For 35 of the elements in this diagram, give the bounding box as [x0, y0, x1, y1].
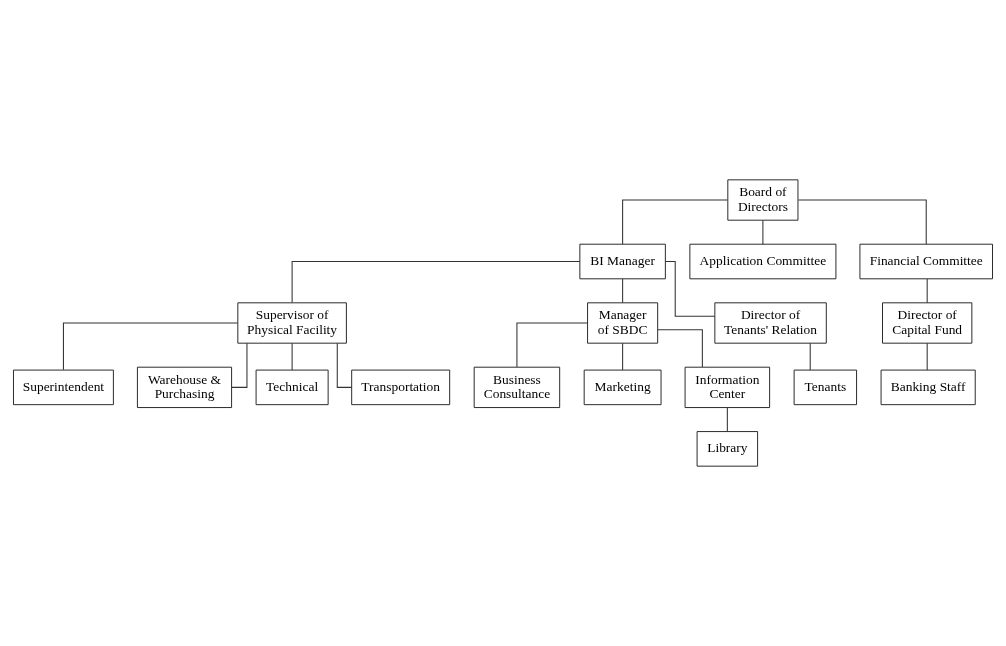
connector [516, 322, 588, 368]
connector [797, 199, 927, 245]
node-box: Banking Staff [880, 369, 976, 406]
node-box: Library [696, 431, 759, 467]
connector [291, 342, 293, 371]
node-box: Technical [255, 369, 329, 406]
node-box: Transportation [351, 369, 451, 406]
connector [809, 342, 811, 371]
connector [926, 278, 928, 304]
connector [291, 261, 581, 304]
connector [622, 278, 624, 304]
connector [665, 261, 716, 317]
node-box: Financial Committee [859, 243, 993, 280]
node-box: Supervisor of Physical Facility [237, 302, 347, 344]
node-box: Director of Capital Fund [882, 302, 973, 344]
node-box: Information Center [684, 366, 771, 409]
connector [336, 342, 353, 388]
node-box: Warehouse & Purchasing [136, 366, 233, 409]
connector [657, 329, 703, 368]
node-box: Tenants [793, 369, 858, 406]
connector [726, 407, 728, 433]
connector [62, 322, 239, 371]
connector [231, 342, 248, 388]
node-box: Business Consultance [473, 366, 561, 409]
node-box: Superintendent [13, 369, 114, 406]
node-box: Application Committee [689, 243, 837, 280]
node-box: Board of Directors [727, 179, 799, 221]
connector [622, 342, 624, 371]
node-box: Marketing [583, 369, 662, 406]
node-box: Manager of SBDC [587, 302, 659, 344]
node-box: Director of Tenants' Relation [714, 302, 827, 344]
node-box: BI Manager [579, 243, 666, 280]
connector [622, 199, 729, 245]
connector [762, 219, 764, 245]
connector [926, 342, 928, 371]
